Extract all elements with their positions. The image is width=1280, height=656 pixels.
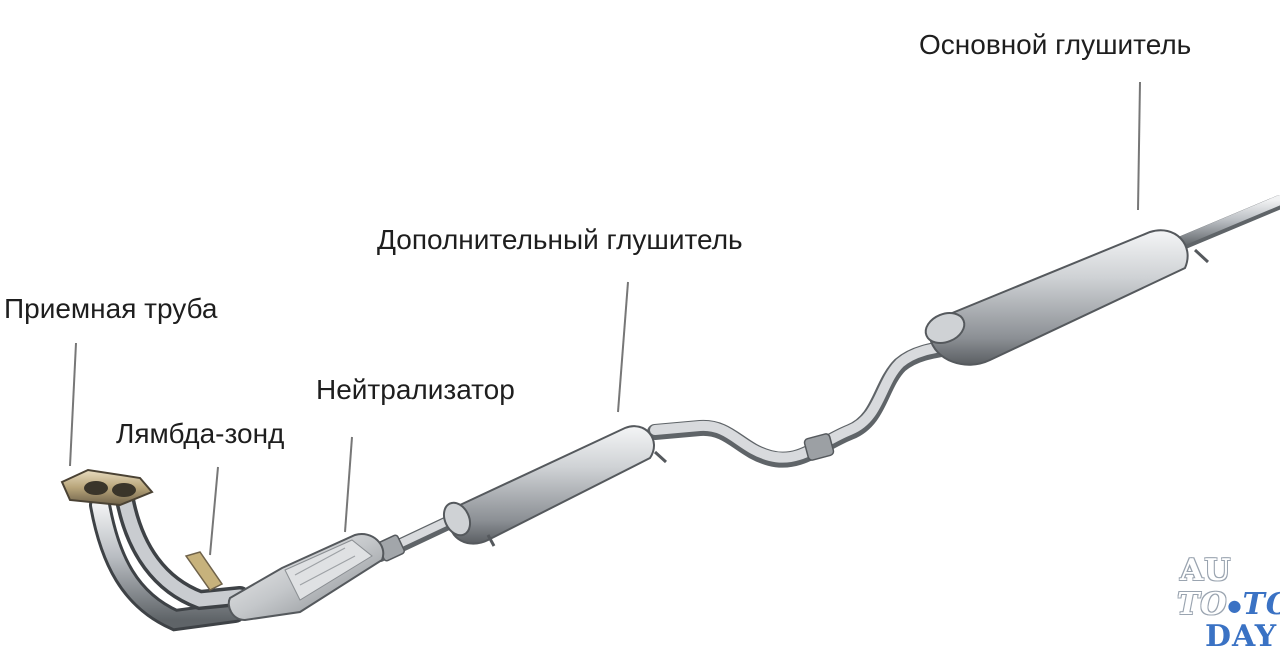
- label-main-muffler: Основной глушитель: [919, 29, 1192, 60]
- tail-pipe: [1163, 195, 1280, 255]
- leader-lambda: [209, 466, 219, 556]
- leader-intake-pipe: [69, 342, 77, 467]
- main-muffler-body: [924, 229, 1210, 366]
- intake-pipe-body: [60, 468, 250, 632]
- label-catalyst: Нейтрализатор: [316, 374, 515, 405]
- mid-pipe: [647, 338, 968, 468]
- leader-main-muffler: [1137, 81, 1141, 211]
- watermark-line3: DAY: [1205, 619, 1278, 654]
- extra-muffler-body: [442, 425, 668, 547]
- leader-lines: [69, 81, 1141, 556]
- label-lambda-probe: Лямбда-зонд: [116, 418, 285, 449]
- watermark-line2b: TO: [1242, 587, 1280, 622]
- catalyst-body: [227, 533, 385, 622]
- watermark-line1: AU: [1180, 553, 1232, 588]
- watermark-line2: TO●TO: [1177, 590, 1280, 620]
- label-extra-muffler: Дополнительный глушитель: [377, 224, 743, 255]
- leader-extra-muffler: [617, 281, 629, 413]
- watermark-dot-icon: ●: [1227, 596, 1243, 615]
- label-intake-pipe: Приемная труба: [4, 293, 218, 324]
- front-pipe: [373, 515, 457, 562]
- leader-catalyst: [344, 436, 353, 533]
- watermark-line2a: TO: [1177, 587, 1228, 622]
